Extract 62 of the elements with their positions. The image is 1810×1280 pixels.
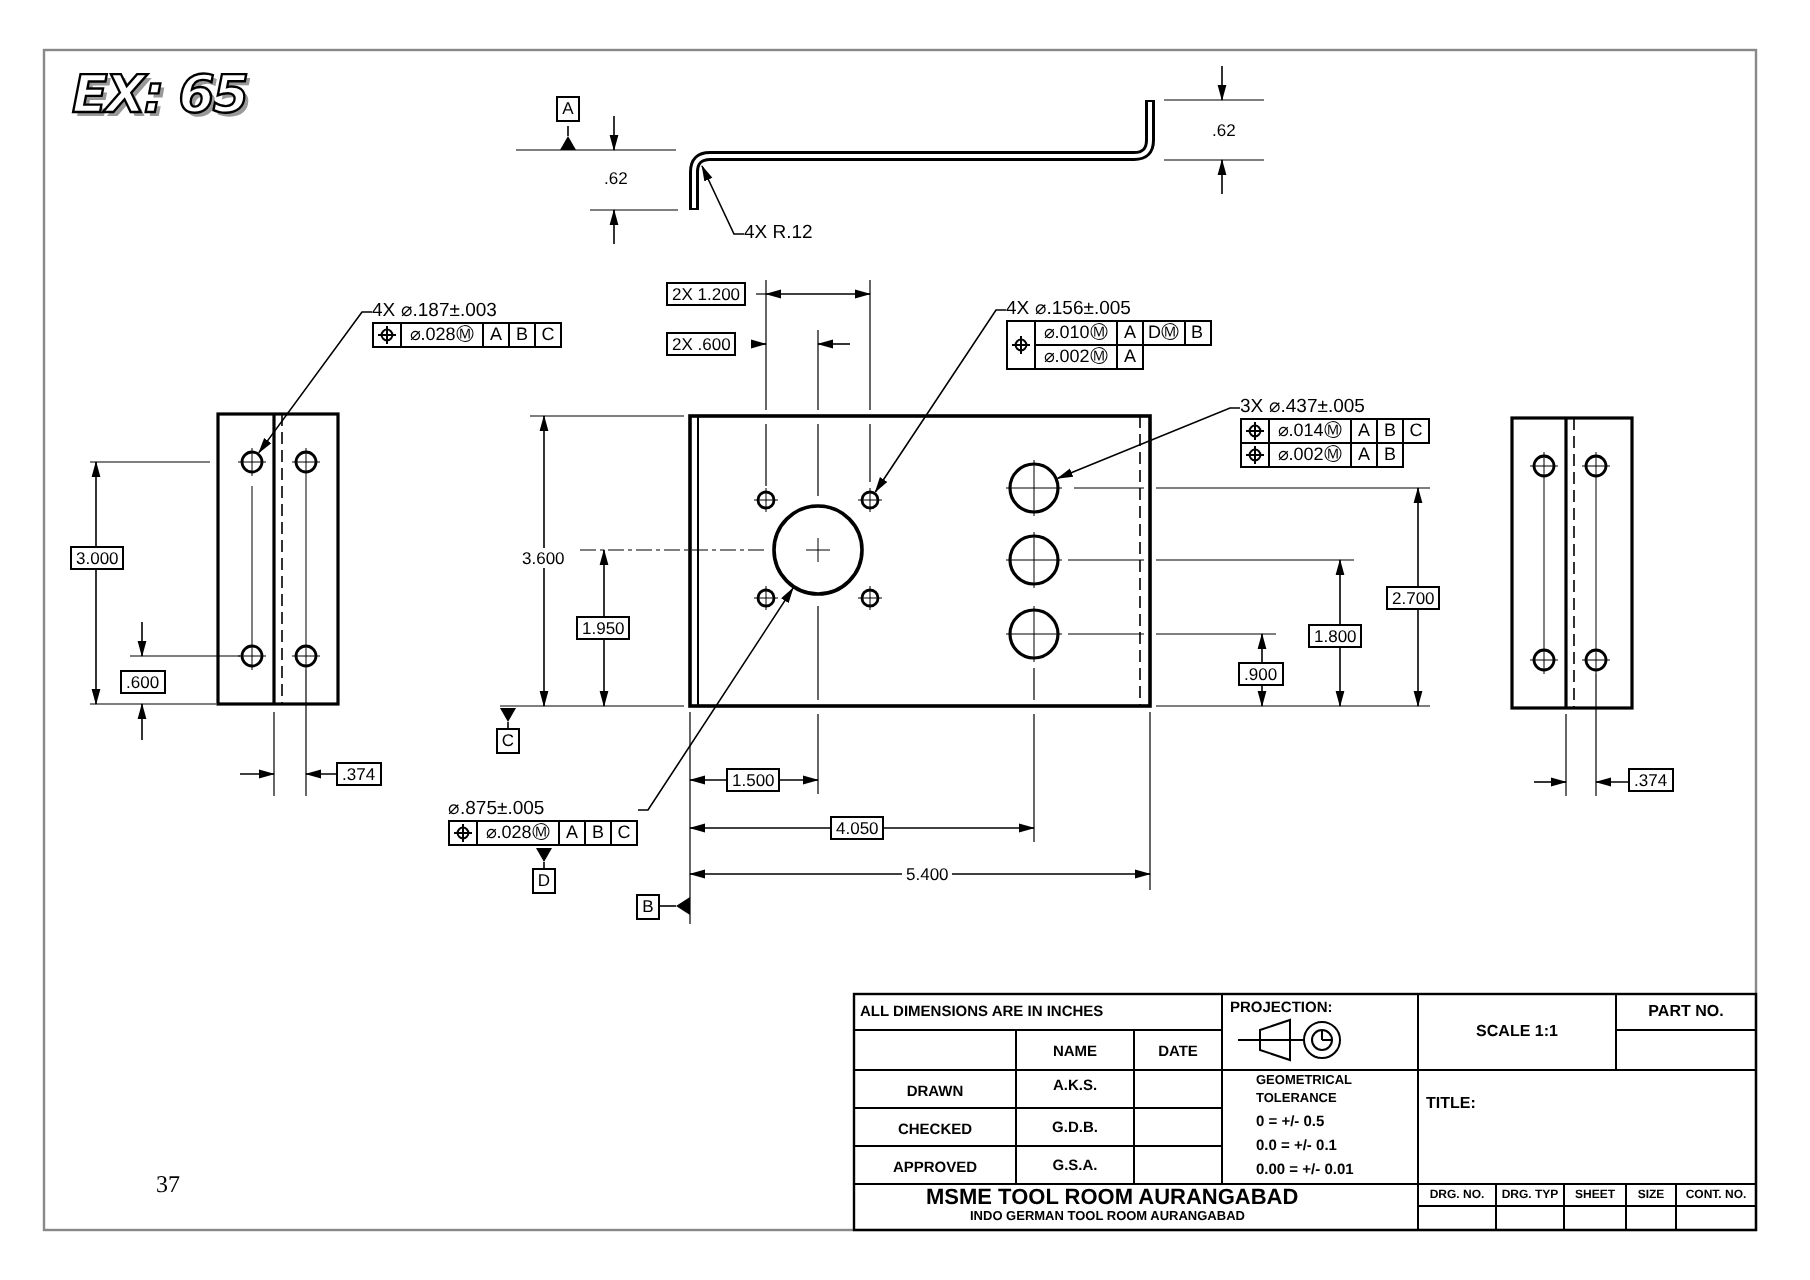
- dimension-value: 4.050: [830, 816, 885, 840]
- dimension-value: 3.600: [518, 548, 569, 568]
- tolerance-frame-cell: A: [1351, 443, 1377, 467]
- dimension-value: 1.500: [726, 768, 781, 792]
- leader-line: [258, 311, 373, 454]
- dimension-value: .374: [1628, 768, 1674, 792]
- dimension-value: .900: [1238, 662, 1284, 686]
- tolerance-frame-cell: A: [483, 323, 509, 347]
- table-text: MSME TOOL ROOM AURANGABAD: [926, 1186, 1299, 1211]
- tolerance-frame-cell: A: [1117, 321, 1143, 345]
- hole-callout-text: 4X ⌀.187±.003: [372, 300, 499, 322]
- hole: [237, 447, 267, 477]
- dimension-value: 2X 1.200: [666, 282, 747, 306]
- leader-line: [701, 165, 745, 235]
- tolerance-frame-cell: DⓂ: [1143, 321, 1184, 345]
- bent-strip-drawing: [689, 100, 1155, 210]
- tolerance-frame-cell: ⌀.002Ⓜ: [1269, 443, 1351, 467]
- tolerance-frame-cell: ⌀.002Ⓜ: [1035, 345, 1117, 369]
- tolerance-frame-cell: C: [611, 821, 637, 845]
- leader-line: [874, 309, 1007, 493]
- tolerance-frame-cell: A: [1117, 345, 1143, 369]
- table-text: TITLE:: [1426, 1094, 1476, 1114]
- dimension-value: .62: [1208, 120, 1240, 140]
- tolerance-frame-cell: A: [1351, 419, 1377, 443]
- datum-label: C: [496, 728, 520, 754]
- tolerance-frame-cell: C: [1403, 419, 1429, 443]
- radius-callout-text: 4X R.12: [744, 222, 813, 244]
- hole: [857, 487, 883, 513]
- datum-label: A: [556, 96, 580, 122]
- table-text: SCALE 1:1: [1474, 1022, 1560, 1042]
- exercise-title: EX: 65: [72, 66, 247, 126]
- hole: [1005, 459, 1063, 517]
- tolerance-frame-cell: B: [509, 323, 535, 347]
- dimension-value: 2X .600: [666, 332, 737, 356]
- dimension-value: .374: [336, 762, 382, 786]
- dimension-value: .600: [120, 670, 166, 694]
- hole-callout-text: 3X ⌀.437±.005: [1240, 396, 1367, 418]
- page-number: 37: [156, 1170, 180, 1200]
- dimension-value: .62: [600, 168, 632, 188]
- table-text: PART NO.: [1646, 1002, 1726, 1022]
- tolerance-frame-cell: B: [1184, 321, 1210, 345]
- hole-callout-text: ⌀.875±.005: [448, 798, 547, 820]
- tolerance-frame-cell: B: [1377, 419, 1403, 443]
- tolerance-frame-cell: ⌀.014Ⓜ: [1269, 419, 1351, 443]
- hole: [772, 504, 864, 596]
- hole-callout-text: 4X ⌀.156±.005: [1006, 298, 1133, 320]
- dimension-value: 1.800: [1308, 624, 1363, 648]
- tolerance-frame-cell: C: [535, 323, 561, 347]
- datum-label: B: [636, 894, 660, 920]
- dimension-value: 5.400: [902, 864, 953, 884]
- tolerance-frame-cell: ⌀.028Ⓜ: [401, 323, 483, 347]
- tolerance-frame-cell: B: [585, 821, 611, 845]
- dimension-value: 1.950: [576, 616, 631, 640]
- tolerance-frame-cell: ⌀.010Ⓜ: [1035, 321, 1117, 345]
- leader-line: [637, 587, 794, 811]
- tolerance-frame-cell: A: [559, 821, 585, 845]
- dimension-value: 2.700: [1386, 586, 1441, 610]
- leader-line: [1056, 407, 1241, 480]
- tolerance-frame-cell: B: [1377, 443, 1403, 467]
- tolerance-frame-cell: ⌀.028Ⓜ: [477, 821, 559, 845]
- dimension-value: 3.000: [70, 546, 125, 570]
- datum-label: D: [532, 868, 556, 894]
